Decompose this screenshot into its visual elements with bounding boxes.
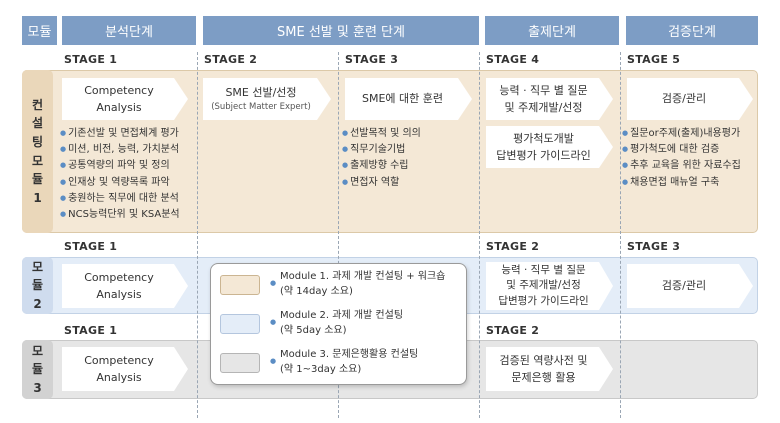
bullet-icon: ● [270,279,277,287]
module1-sme-selection-arrow: SME 선발/선정(Subject Matter Expert) [203,78,331,120]
legend: ● Module 1. 과제 개발 컨설팅 + 워크숍(약 14day 소요) … [210,263,467,385]
module1-training-list: 선발목적 및 의의 직무기술기법 출제방향 수립 면접자 역할 [342,126,472,191]
module3-stage-2: STAGE 2 [486,324,540,337]
module2-stage-2: STAGE 2 [486,240,540,253]
bullet-icon: ● [270,357,277,365]
header-sme: SME 선발 및 훈련 단계 [203,16,479,45]
bullet-icon: ● [270,318,277,326]
column-divider [197,52,198,418]
legend-item-module2: ● Module 2. 과제 개발 컨설팅(약 5day 소요) [211,309,468,339]
list-item: 공통역량의 파악 및 정의 [60,158,198,174]
module1-sme-training-arrow: SME에 대한 훈련 [345,78,472,120]
list-item: NCS능력단위 및 KSA분석 [60,207,198,223]
legend-swatch [220,353,260,373]
legend-swatch [220,314,260,334]
module1-stage-2: STAGE 2 [204,53,258,66]
module1-label: 컨설팅모듈1 [22,70,53,233]
list-item: 충원하는 직무에 대한 분석 [60,191,198,207]
list-item: 선발목적 및 의의 [342,126,472,142]
list-item: 직무기술기법 [342,142,472,158]
header-question: 출제단계 [485,16,619,45]
header-analysis: 분석단계 [62,16,196,45]
list-item: 추후 교육을 위한 자료수집 [622,158,758,174]
legend-text: Module 1. 과제 개발 컨설팅 + 워크숍(약 14day 소요) [280,271,446,297]
module2-verify-arrow: 검증/관리 [627,264,753,308]
list-item: 출제방향 수립 [342,158,472,174]
column-divider [338,52,339,418]
list-item: 인재상 및 역량목록 파악 [60,175,198,191]
module2-label: 모듈2 [22,257,53,314]
module3-stage-1: STAGE 1 [64,324,118,337]
list-item: 평가척도에 대한 검증 [622,142,758,158]
list-item: 질문or주제(출제)내용평가 [622,126,758,142]
list-item: 미션, 비전, 능력, 가치분석 [60,142,198,158]
module2-stage-1: STAGE 1 [64,240,118,253]
header-verification: 검증단계 [626,16,758,45]
module1-stage-3: STAGE 3 [345,53,399,66]
list-item: 면접자 역할 [342,175,472,191]
list-item: 채용면접 매뉴얼 구축 [622,175,758,191]
legend-item-module3: ● Module 3. 문제은행활용 컨설팅(약 1~3day 소요) [211,348,468,378]
module2-stage-3: STAGE 3 [627,240,681,253]
module1-stage-1: STAGE 1 [64,53,118,66]
module1-verify-arrow: 검증/관리 [627,78,753,120]
module1-analysis-list: 기존선발 및 면접체계 평가 미션, 비전, 능력, 가치분석 공통역량의 파악… [60,126,198,223]
module1-stage-4: STAGE 4 [486,53,540,66]
list-item: 기존선발 및 면접체계 평가 [60,126,198,142]
header-module: 모듈 [22,16,57,45]
column-divider [479,52,480,418]
module1-verification-list: 질문or주제(출제)내용평가 평가척도에 대한 검증 추후 교육을 위한 자료수… [622,126,758,191]
legend-text: Module 3. 문제은행활용 컨설팅(약 1~3day 소요) [280,349,419,375]
legend-item-module1: ● Module 1. 과제 개발 컨설팅 + 워크숍(약 14day 소요) [211,270,468,300]
legend-swatch [220,275,260,295]
column-divider [620,52,621,418]
module1-stage-5: STAGE 5 [627,53,681,66]
legend-text: Module 2. 과제 개발 컨설팅(약 5day 소요) [280,310,404,336]
module3-label: 모듈3 [22,340,53,399]
